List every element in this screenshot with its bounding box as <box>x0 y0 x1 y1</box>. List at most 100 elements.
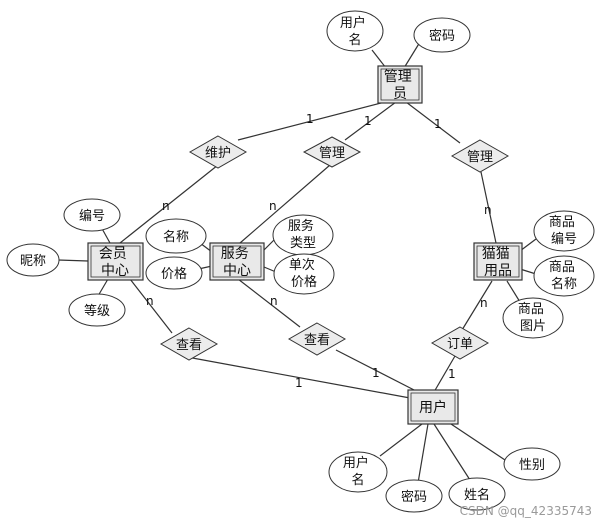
svg-text:服务 中心: 服务 中心 <box>221 246 253 279</box>
attr-user-username-label-1: 用户 <box>343 455 369 471</box>
edge-member-view <box>129 278 173 334</box>
attr-user-name-label: 姓名 <box>464 487 490 503</box>
edge-member-nickname <box>57 259 89 262</box>
edge-maintain-member <box>119 164 219 244</box>
entity-service-label-2: 中心 <box>223 263 251 279</box>
attr-goods-id-label-2: 编号 <box>551 232 577 247</box>
svg-text:猫猫 用品: 猫猫 用品 <box>482 246 514 279</box>
edge-member-level <box>97 278 109 297</box>
edge-user-name <box>433 423 471 481</box>
entity-member-label-1: 会员 <box>99 246 127 262</box>
attr-user-gender-label: 性别 <box>519 458 545 473</box>
edge-view2-user <box>335 349 419 393</box>
rel-manage-goods-label: 管理 <box>467 150 493 165</box>
edge-manage-service-service <box>239 164 331 244</box>
edge-user-password <box>417 423 429 484</box>
attr-admin-password-label: 密码 <box>429 28 455 44</box>
attr-goods-image: 商品 图片 <box>502 297 564 339</box>
rel-order: 订单 <box>430 326 490 360</box>
attr-service-name: 名称 <box>145 218 207 254</box>
attr-admin-username-label-2: 名 <box>348 32 361 48</box>
rel-view-member: 查看 <box>159 327 219 361</box>
rel-view-service: 查看 <box>287 322 347 356</box>
svg-text:管理 员: 管理 员 <box>384 69 416 102</box>
edge-admin-maintain <box>237 101 386 141</box>
entity-user-label: 用户 <box>419 399 447 416</box>
entity-catgoods-label-1: 猫猫 <box>482 246 510 262</box>
edge-goods-order <box>461 280 493 331</box>
card-service-view: n <box>270 294 278 308</box>
attr-goods-name: 商品 名称 <box>533 255 595 297</box>
card-order-user: 1 <box>448 367 456 381</box>
rel-view-service-label: 查看 <box>304 332 330 348</box>
attr-goods-image-label-1: 商品 <box>518 302 544 317</box>
card-admin-manage-service: 1 <box>364 114 372 128</box>
attr-member-id: 编号 <box>63 198 121 232</box>
entity-catgoods-label-2: 用品 <box>484 263 512 279</box>
entity-admin: 管理 员 <box>377 65 423 104</box>
edge-goods-image <box>506 280 521 303</box>
rel-maintain: 维护 <box>188 135 248 169</box>
attr-user-username-label-2: 名 <box>351 472 364 488</box>
attr-member-level: 等级 <box>68 293 126 327</box>
svg-text:用户 名: 用户 名 <box>340 15 370 48</box>
attr-goods-image-label-2: 图片 <box>520 319 546 334</box>
entity-admin-label-2: 员 <box>393 86 407 102</box>
card-member-view: n <box>146 294 154 308</box>
attr-service-unitprice: 单次 价格 <box>273 253 335 295</box>
edge-admin-manage-goods <box>405 101 461 144</box>
attr-user-password: 密码 <box>385 479 443 513</box>
svg-text:商品 图片: 商品 图片 <box>518 302 548 334</box>
attr-goods-id-label-1: 商品 <box>549 215 575 230</box>
svg-text:商品 名称: 商品 名称 <box>549 260 579 292</box>
rel-manage-goods: 管理 <box>450 139 510 173</box>
entity-member-label-2: 中心 <box>101 263 129 279</box>
attr-member-nickname-label: 昵称 <box>20 254 46 269</box>
attr-admin-password: 密码 <box>413 17 471 53</box>
card-goods-order: n <box>480 296 488 310</box>
attr-service-type-label-2: 类型 <box>290 236 316 251</box>
entity-user: 用户 <box>407 389 459 425</box>
svg-text:会员 中心: 会员 中心 <box>99 246 131 279</box>
card-view-service-user: 1 <box>372 366 380 380</box>
attr-user-name: 姓名 <box>448 477 506 511</box>
attr-goods-name-label-2: 名称 <box>551 276 577 292</box>
rel-order-label: 订单 <box>447 337 473 352</box>
watermark: CSDN @qq_42335743 <box>460 504 592 518</box>
svg-text:单次 价格: 单次 价格 <box>289 257 319 290</box>
entity-catgoods: 猫猫 用品 <box>473 242 523 281</box>
attr-user-gender: 性别 <box>503 447 561 481</box>
card-admin-maintain: 1 <box>306 112 314 126</box>
attr-service-price: 价格 <box>145 256 203 290</box>
attr-service-unitprice-label-2: 价格 <box>291 274 317 290</box>
card-maintain-member: n <box>162 199 170 213</box>
attr-service-name-label: 名称 <box>163 229 189 245</box>
entity-admin-label-1: 管理 <box>384 69 412 85</box>
entity-member: 会员 中心 <box>87 242 144 281</box>
edge-admin-manage-service <box>344 101 397 141</box>
edge-user-username <box>379 423 423 457</box>
attr-member-nickname: 昵称 <box>6 243 60 277</box>
rel-maintain-label: 维护 <box>205 146 231 161</box>
rel-manage-service-label: 管理 <box>319 146 345 161</box>
attr-user-password-label: 密码 <box>401 489 427 505</box>
edge-user-gender <box>447 421 509 463</box>
rel-manage-service: 管理 <box>302 136 362 168</box>
card-manage-service-service: n <box>269 199 277 213</box>
card-admin-manage-goods: 1 <box>434 117 442 131</box>
attr-admin-username-label-1: 用户 <box>340 15 366 31</box>
edge-order-user <box>433 355 456 393</box>
attr-admin-username: 用户 名 <box>326 10 384 52</box>
attr-member-id-label: 编号 <box>79 209 105 224</box>
card-manage-goods-goods: n <box>484 203 492 217</box>
svg-text:用户 名: 用户 名 <box>343 455 373 488</box>
edge-admin-password <box>403 41 421 69</box>
attr-member-level-label: 等级 <box>84 303 110 319</box>
edge-service-view2 <box>237 278 301 328</box>
rel-view-member-label: 查看 <box>176 337 202 353</box>
cardinality-labels: 1 1 1 n n n n n n 1 1 1 <box>146 112 492 390</box>
attr-goods-id: 商品 编号 <box>533 210 595 252</box>
attr-service-type-label-1: 服务 <box>288 218 314 234</box>
entity-service: 服务 中心 <box>209 242 265 281</box>
